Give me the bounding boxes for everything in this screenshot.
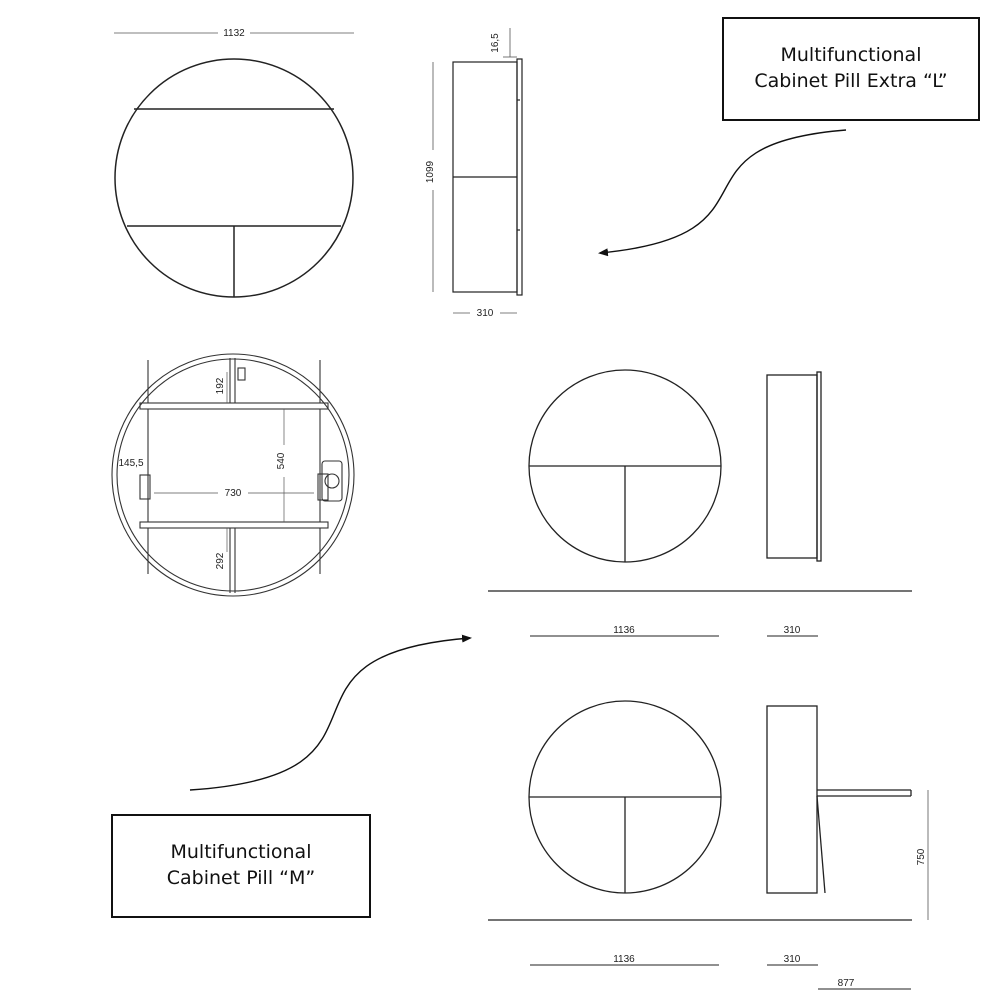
label-extra-l-line2: Cabinet Pill Extra “L”	[754, 70, 948, 92]
int-292-label: 292	[215, 552, 226, 569]
m-closed-view	[528, 369, 822, 563]
interior-dimensions	[154, 372, 314, 552]
m-open-view	[528, 700, 912, 894]
l-top-offset-label: 16,5	[490, 33, 501, 53]
label-m-line2: Cabinet Pill “M”	[166, 867, 316, 889]
interior-view	[111, 353, 355, 597]
l-depth-label: 310	[477, 308, 494, 319]
m-width-label-2: 1136	[613, 954, 635, 965]
l-height-label: 1099	[425, 160, 436, 183]
int-145-label: 145,5	[118, 458, 143, 469]
label-box-extra-l: Multifunctional Cabinet Pill Extra “L”	[722, 17, 980, 121]
int-730-label: 730	[225, 488, 242, 499]
l-width-label: 1132	[223, 28, 245, 39]
l-side-view	[452, 58, 523, 296]
m-open-depth-label: 877	[838, 978, 855, 989]
label-extra-l-line1: Multifunctional	[780, 44, 922, 67]
m-width-label-1: 1136	[613, 625, 635, 636]
m-open-dimensions	[530, 964, 911, 990]
label-m-line1: Multifunctional	[170, 841, 312, 864]
arrow-to-l-views	[598, 129, 847, 257]
int-192-label: 192	[215, 377, 226, 394]
l-front-view	[114, 58, 354, 298]
m-depth-label-1: 310	[784, 625, 801, 636]
l-side-dimensions	[432, 28, 517, 314]
m-depth-label-2: 310	[784, 954, 801, 965]
arrow-to-m-views	[189, 634, 472, 791]
label-box-m: Multifunctional Cabinet Pill “M”	[111, 814, 371, 918]
int-540-label: 540	[276, 452, 287, 469]
l-width-dimension: 1132	[114, 28, 354, 39]
m-desk-height-label: 750	[916, 848, 927, 865]
